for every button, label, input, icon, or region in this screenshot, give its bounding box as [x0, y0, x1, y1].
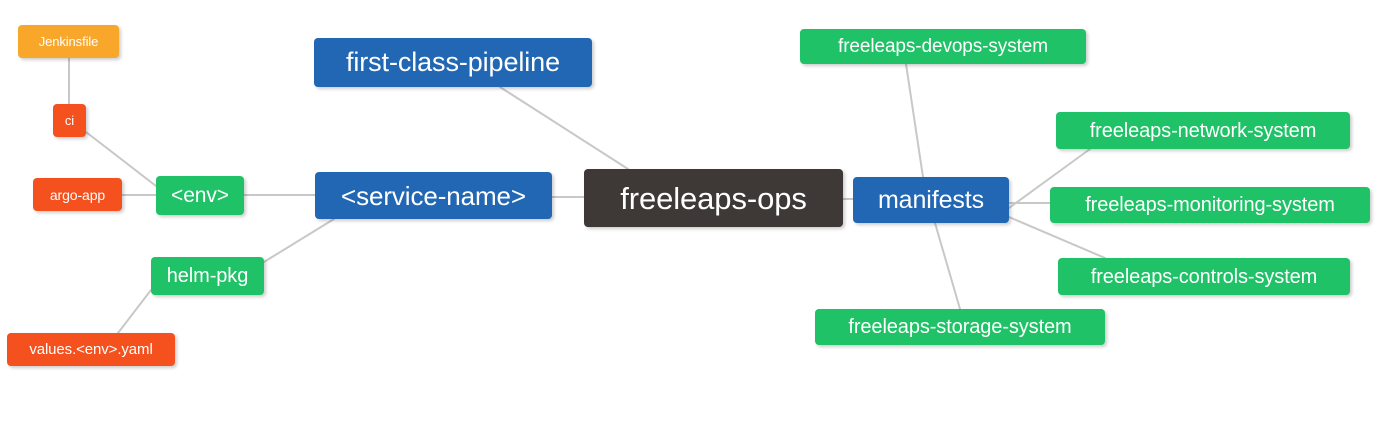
edge-manifests-to-freeleaps-storage-system: [934, 222, 961, 310]
edge-helm-pkg-to-values-env-yaml: [117, 289, 152, 334]
node-jenkinsfile[interactable]: Jenkinsfile: [18, 25, 119, 58]
node-helm-pkg[interactable]: helm-pkg: [151, 257, 264, 295]
node-service-name[interactable]: <service-name>: [315, 172, 552, 219]
node-freeleaps-controls-system[interactable]: freeleaps-controls-system: [1058, 258, 1350, 295]
node-freeleaps-network-system[interactable]: freeleaps-network-system: [1056, 112, 1350, 149]
node-freeleaps-monitoring-system[interactable]: freeleaps-monitoring-system: [1050, 187, 1370, 223]
node-freeleaps-ops[interactable]: freeleaps-ops: [584, 169, 843, 227]
edge-service-name-to-helm-pkg: [263, 218, 335, 263]
node-argo-app[interactable]: argo-app: [33, 178, 122, 211]
node-ci[interactable]: ci: [53, 104, 86, 137]
node-manifests[interactable]: manifests: [853, 177, 1009, 223]
edge-manifests-to-freeleaps-devops-system: [905, 63, 924, 178]
node-values-env-yaml[interactable]: values.<env>.yaml: [7, 333, 175, 366]
node-freeleaps-storage-system[interactable]: freeleaps-storage-system: [815, 309, 1105, 345]
edge-manifests-to-freeleaps-controls-system: [1008, 216, 1106, 259]
node-freeleaps-devops-system[interactable]: freeleaps-devops-system: [800, 29, 1086, 64]
node-first-class-pipeline[interactable]: first-class-pipeline: [314, 38, 592, 87]
edge-first-class-pipeline-to-freeleaps-ops: [499, 86, 629, 170]
node-env[interactable]: <env>: [156, 176, 244, 215]
